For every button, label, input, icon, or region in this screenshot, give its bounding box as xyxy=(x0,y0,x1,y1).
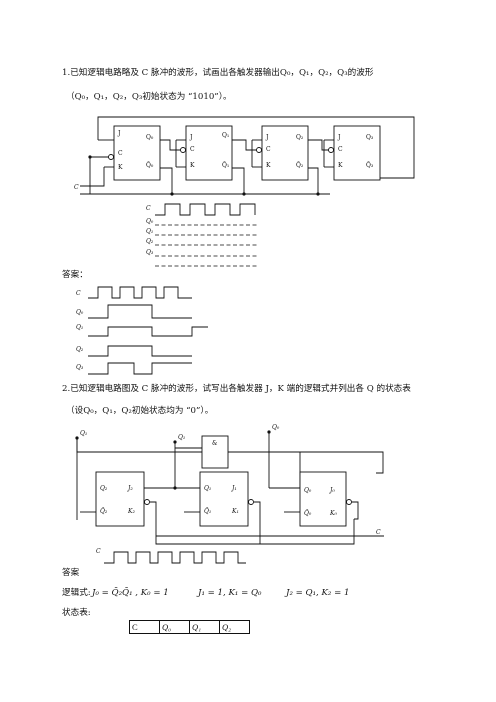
ff-q0-box xyxy=(299,471,347,527)
ff-q0-qb-label: Q̄₀ xyxy=(304,510,312,517)
wave1-label-q1: Q₁ xyxy=(146,228,154,235)
ff-q2-k-label: K₂ xyxy=(128,508,135,515)
ff3-j-label: J xyxy=(338,134,341,141)
and-gate-label: & xyxy=(212,440,218,447)
ff-q2-box xyxy=(95,471,145,527)
wave2-label-c: C xyxy=(76,290,81,297)
wave1-label-q3: Q₃ xyxy=(146,249,154,256)
ff-q0-j-label: J₀ xyxy=(330,487,335,494)
ff3-q-label: Q₃ xyxy=(366,134,374,141)
ff0-box xyxy=(113,125,161,181)
ff-q1-q-label: Q₁ xyxy=(204,485,212,492)
and-gate-box xyxy=(201,435,229,469)
ff2-k-label: K xyxy=(266,162,271,169)
ff1-q-label: Q₁ xyxy=(222,132,230,139)
problem2-line2: （设Q₀，Q₁，Q₂初始状态均为 “0”）。 xyxy=(66,406,214,416)
tap-label-q0: Q₀ xyxy=(272,424,280,431)
ff0-c-label: C xyxy=(118,150,123,157)
circuit2-clock-label: C xyxy=(376,529,381,536)
circuit1-clock-label: C xyxy=(74,184,79,191)
ff0-qb-label: Q̄₀ xyxy=(146,162,154,169)
ff-q2-qb-label: Q̄₂ xyxy=(100,508,108,515)
wave2-label-q1: Q₁ xyxy=(76,324,84,331)
tap-label-q1b: Q₁ xyxy=(178,434,186,441)
ff3-box xyxy=(333,125,381,181)
problem1-line1: 1.已知逻辑电路略及 C 脉冲的波形，试画出各触发器输出Q₀，Q₁，Q₂，Q₃的… xyxy=(62,68,374,78)
ff-q2-j-label: J₂ xyxy=(128,485,133,492)
ff2-c-label: C xyxy=(266,146,271,153)
wave1-label-q0: Q₀ xyxy=(146,218,154,225)
answer2-expr0: J₀ = Q̄₂Q̄₁ , K₀ = 1 xyxy=(92,588,169,598)
ff1-c-label: C xyxy=(190,146,195,153)
circuit2-clock-wave-label: C xyxy=(96,548,101,555)
ff-q1-j-label: J₁ xyxy=(232,485,237,492)
answer2-logic-label: 逻辑式: xyxy=(62,588,91,598)
table-header-q2: Q₂ xyxy=(219,620,250,634)
table-header-c: C xyxy=(129,620,160,634)
ff-q0-q-label: Q₀ xyxy=(304,487,312,494)
ff3-k-label: K xyxy=(338,162,343,169)
ff1-j-label: J xyxy=(190,134,193,141)
ff2-j-label: J xyxy=(266,134,269,141)
wave1-label-c: C xyxy=(146,205,151,212)
ff-q1-qb-label: Q̄₁ xyxy=(204,508,212,515)
ff1-k-label: K xyxy=(190,162,195,169)
answer2-expr2: J₂ = Q₁, K₂ = 1 xyxy=(286,588,350,598)
problem1-line2: （Q₀，Q₁，Q₂，Q₃初始状态为 “1010”）。 xyxy=(66,92,232,102)
ff2-qb-label: Q̄₂ xyxy=(296,162,304,169)
answer2-title: 答案 xyxy=(62,568,80,578)
ff1-qb-label: Q̄₁ xyxy=(222,162,230,169)
table-header-q0: Q₀ xyxy=(159,620,190,634)
ff3-qb-label: Q̄₃ xyxy=(366,162,374,169)
problem2-line1: 2.已知逻辑电路图及 C 脉冲的波形，试写出各触发器 J，K 端的逻辑式并列出各… xyxy=(62,384,411,394)
ff-q1-box xyxy=(199,471,249,527)
tap-label-q1a: Q₁ xyxy=(80,430,88,437)
answer2-state-label: 状态表: xyxy=(62,608,91,618)
ff-q1-k-label: K₁ xyxy=(232,508,239,515)
wave2-label-q0: Q₀ xyxy=(76,309,84,316)
wave1-label-q2: Q₂ xyxy=(146,238,154,245)
ff0-j-label: J xyxy=(118,130,121,137)
table-row: C Q₀ Q₁ Q₂ xyxy=(129,620,250,634)
ff-q0-k-label: K₀ xyxy=(330,510,337,517)
table-header-q1: Q₁ xyxy=(189,620,220,634)
ff0-q-label: Q₀ xyxy=(146,134,154,141)
ff0-k-label: K xyxy=(118,164,123,171)
state-table: C Q₀ Q₁ Q₂ xyxy=(129,620,250,634)
ff1-box xyxy=(185,125,233,181)
answer1-title: 答案： xyxy=(62,270,88,280)
ff2-q-label: Q₂ xyxy=(296,134,304,141)
answer2-expr1: J₁ = 1, K₁ = Q₀ xyxy=(198,588,262,598)
wave2-label-q2: Q₂ xyxy=(76,346,84,353)
wave2-label-q3: Q₃ xyxy=(76,364,84,371)
ff3-c-label: C xyxy=(338,146,343,153)
ff-q2-q-label: Q₂ xyxy=(100,485,108,492)
ff2-box xyxy=(261,125,309,181)
